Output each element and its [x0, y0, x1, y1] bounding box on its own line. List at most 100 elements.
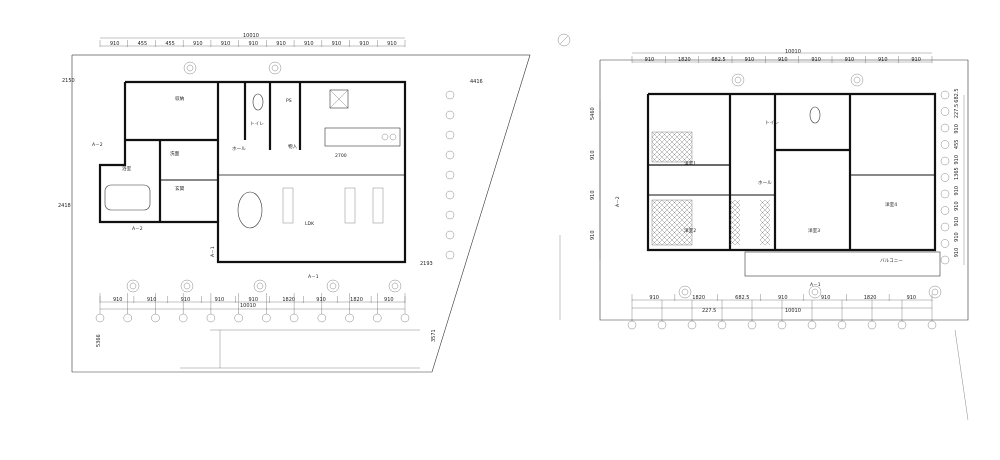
- room-washroom: 洗面: [170, 150, 180, 157]
- room-closet: 物入: [288, 143, 298, 150]
- floor2-bottom-seg-2: 682.5: [735, 295, 749, 301]
- floor2-grid-row-1: [940, 107, 950, 116]
- floor2-grid-circle-0: [627, 320, 637, 330]
- floor2-grid-row-8: [940, 222, 950, 232]
- floor2-right-dim-5: 1365: [954, 167, 960, 180]
- floor2-bottom-seg-1: 1820: [692, 295, 705, 301]
- floor2-column-0: [678, 285, 692, 299]
- floor1-bottom-seg-3: 910: [215, 297, 225, 303]
- floor1-grid-circle-1: [123, 313, 132, 323]
- floor2-top-seg-0: 910: [645, 57, 655, 63]
- floor2-grid-circle-10: [927, 320, 937, 330]
- floor2-grid-row-5: [940, 173, 950, 182]
- floor1-bottom-seg-7: 1820: [350, 297, 363, 303]
- floor1-grid-circle-2: [151, 313, 160, 323]
- floor1-grid-circle-9: [345, 313, 354, 323]
- room-western-3: 洋室3: [808, 227, 820, 234]
- floor2-right-dim-3: 455: [954, 140, 960, 150]
- balcony: [744, 251, 941, 277]
- floor1-grid-row-2: [445, 130, 455, 140]
- floor2-column-3: [731, 73, 745, 87]
- floor2-top-seg-6: 910: [845, 57, 855, 63]
- room-western-2: 洋室2: [684, 227, 696, 234]
- floor1-grid-row-5: [445, 190, 455, 200]
- floor2-grid-row-0: [940, 90, 950, 100]
- floor1-top-total: 10010: [243, 33, 259, 39]
- floor1-grid-circle-10: [373, 313, 382, 323]
- floor1-grid-row-3: [445, 150, 455, 160]
- floor2-right-dim-6: 910: [954, 186, 960, 196]
- floor2-right-dim-7: 910: [954, 201, 960, 211]
- floor1-bottom-seg-4: 910: [249, 297, 259, 303]
- section-a2-bottom: A－2: [132, 226, 143, 232]
- floor2-walls: [646, 92, 937, 252]
- section-a1-2f: A－1: [810, 282, 821, 288]
- section-a1-left: A－1: [210, 246, 216, 257]
- floor1-top-seg-8: 910: [332, 41, 342, 47]
- floor1-grid-circle-8: [317, 313, 326, 323]
- room-entrance: 玄関: [175, 185, 185, 192]
- site-boundary-2: [599, 59, 969, 321]
- floor1-column-3: [326, 279, 340, 293]
- floor1-bottom-seg-0: 910: [113, 297, 123, 303]
- floor1-grid-row-6: [445, 210, 455, 220]
- room-western-1: 洋室1: [684, 160, 696, 167]
- floor2-grid-circle-6: [807, 320, 817, 330]
- floor2-bottom-seg-0: 910: [649, 295, 659, 301]
- floor1-left-dim-1: 2418: [58, 203, 71, 209]
- floor1-grid-markers-right: [445, 90, 455, 260]
- floor1-grid-circle-5: [234, 313, 243, 323]
- room-bath: 浴室: [122, 165, 132, 172]
- floor1-grid-circle-3: [179, 313, 188, 323]
- floor2-right-dim-9: 910: [954, 232, 960, 242]
- floor2-left-dim-0: 5460: [590, 107, 596, 120]
- bathtub: [104, 184, 151, 211]
- floor1-column-symbols: [126, 61, 402, 293]
- floor2-grid-circle-7: [837, 320, 847, 330]
- floor2-plan: 10010 910 1820 682.5 910 910 910 910 910 910 洋室1…: [557, 33, 969, 421]
- floor1-top-seg-4: 910: [221, 41, 231, 47]
- floor1-grid-row-1: [445, 110, 455, 120]
- floor2-bottom-total: 10010: [785, 308, 801, 314]
- floor2-bottom-seg-3: 910: [778, 295, 788, 301]
- north-arrow-icon: [557, 33, 571, 47]
- floor2-bottom-seg-4: 910: [821, 295, 831, 301]
- floor1-column-4: [388, 279, 402, 293]
- floor1-bottom-total: 10010: [240, 303, 256, 309]
- floor1-column-6: [268, 61, 282, 75]
- room-hall-1f: ホール: [232, 146, 246, 152]
- floor2-top-seg-3: 910: [745, 57, 755, 63]
- floor1-top-seg-0: 910: [110, 41, 120, 47]
- floor2-right-dim-0: 682.5: [954, 88, 960, 102]
- floor2-top-total: 10010: [785, 49, 801, 55]
- floor2-grid-circle-5: [777, 320, 787, 330]
- floor1-grid-row-8: [445, 250, 455, 260]
- floor1-top-seg-5: 910: [249, 41, 259, 47]
- floor1-grid-circle-0: [95, 313, 105, 323]
- floor1-top-seg-9: 910: [359, 41, 369, 47]
- room-toilet-2f: トイレ: [765, 121, 779, 126]
- toilet-2f: [809, 106, 821, 124]
- floor2-grid-circle-8: [867, 320, 877, 330]
- floor2-bottom-seg-6: 910: [907, 295, 917, 301]
- room-hall-2f: ホール: [758, 180, 772, 186]
- floor2-column-4: [850, 73, 864, 87]
- floor2-right-dim-4: 910: [954, 155, 960, 165]
- floor1-top-seg-7: 910: [304, 41, 314, 47]
- floor1-left-dim-0: 2150: [62, 78, 75, 84]
- floor2-grid-row-6: [940, 189, 950, 199]
- floor2-grid-markers: [627, 300, 937, 330]
- floor1-top-seg-2: 455: [165, 41, 175, 47]
- floor2-column-symbols: [678, 73, 942, 299]
- floor1-grid-row-0: [445, 90, 455, 100]
- floor2-grid-row-7: [940, 206, 950, 215]
- floor2-grid-row-9: [940, 239, 950, 248]
- floor1-bottom-seg-5: 1820: [282, 297, 295, 303]
- section-a2-2f: A－2: [615, 196, 621, 207]
